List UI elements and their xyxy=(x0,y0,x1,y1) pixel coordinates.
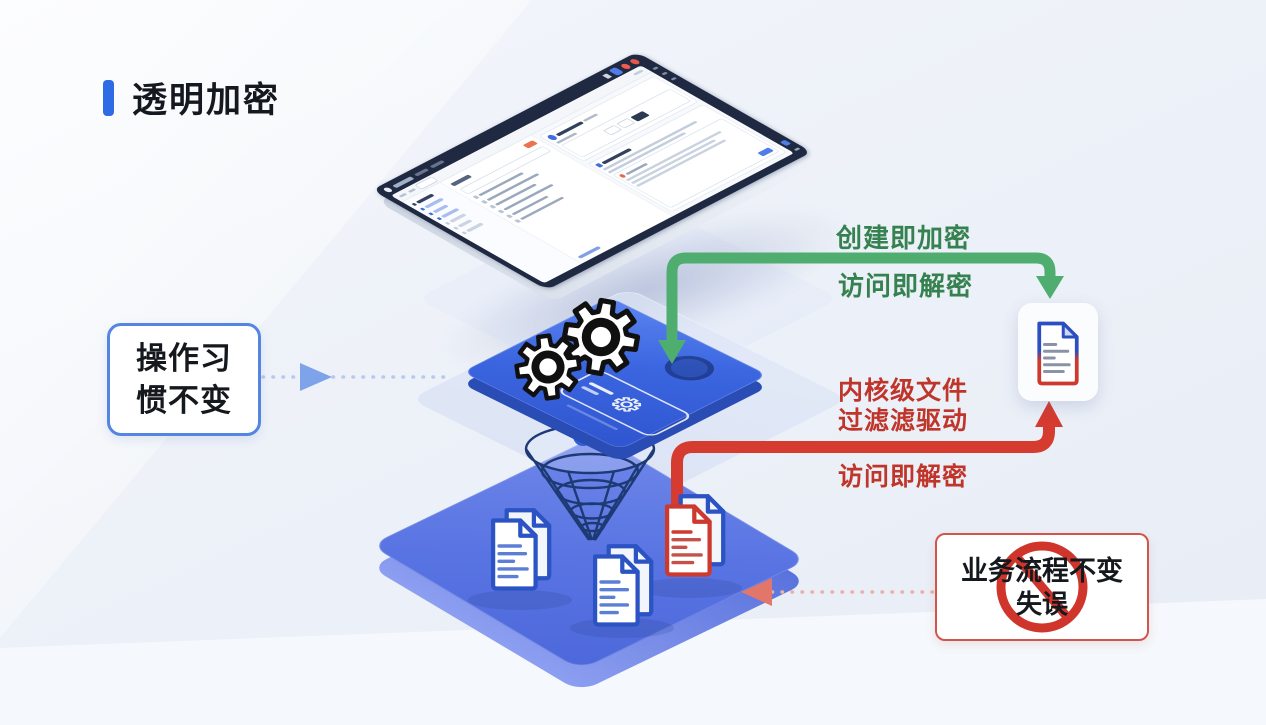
title-accent-bar xyxy=(103,79,114,116)
app-logo-icon xyxy=(382,186,394,194)
right-callout-box: 业务流程不变 失误 xyxy=(935,533,1149,641)
right-callout-line1: 业务流程不变 xyxy=(961,556,1123,586)
ui-bar xyxy=(398,192,408,198)
green-label-bottom: 访问即解密 xyxy=(838,271,974,301)
right-callout-line2: 失误 xyxy=(1015,589,1068,619)
window-control-icon xyxy=(618,62,632,70)
titlebar-tab-bar xyxy=(413,168,430,177)
titlebar-tab-bar xyxy=(429,160,445,169)
red-label-bottom: 访问即解密 xyxy=(838,463,969,491)
page-title: 透明加密 xyxy=(103,72,280,123)
output-document-card xyxy=(1018,303,1098,401)
license-card-icon xyxy=(555,368,695,439)
green-label-top: 创建即加密 xyxy=(836,223,972,253)
encrypted-decrypted-document-icon xyxy=(1037,321,1079,386)
red-label-line1: 内核级文件 xyxy=(838,377,969,405)
blue-triangle-icon xyxy=(300,363,332,391)
window-control-icon xyxy=(627,57,641,66)
left-callout-line2: 惯不变 xyxy=(136,382,232,418)
key-port-icon xyxy=(654,350,725,386)
mini-gear-icon xyxy=(612,397,642,412)
left-callout-line1: 操作习 xyxy=(136,340,232,376)
rail-blue-icon xyxy=(779,139,792,147)
title-text: 透明加密 xyxy=(132,81,281,120)
red-label-line2: 过滤滤驱动 xyxy=(838,407,969,435)
arrowhead-down-icon xyxy=(1036,276,1064,299)
encryption-plate-top xyxy=(461,297,769,450)
orange-tag xyxy=(522,140,539,149)
ui-bar xyxy=(632,69,644,76)
left-callout-box: 操作习 惯不变 xyxy=(107,323,261,436)
titlebar-glyph-icon xyxy=(601,73,612,79)
dark-button xyxy=(629,110,650,122)
prohibition-icon xyxy=(996,541,1088,633)
arrowhead-up-icon xyxy=(1035,401,1063,427)
ui-bar xyxy=(407,188,417,193)
